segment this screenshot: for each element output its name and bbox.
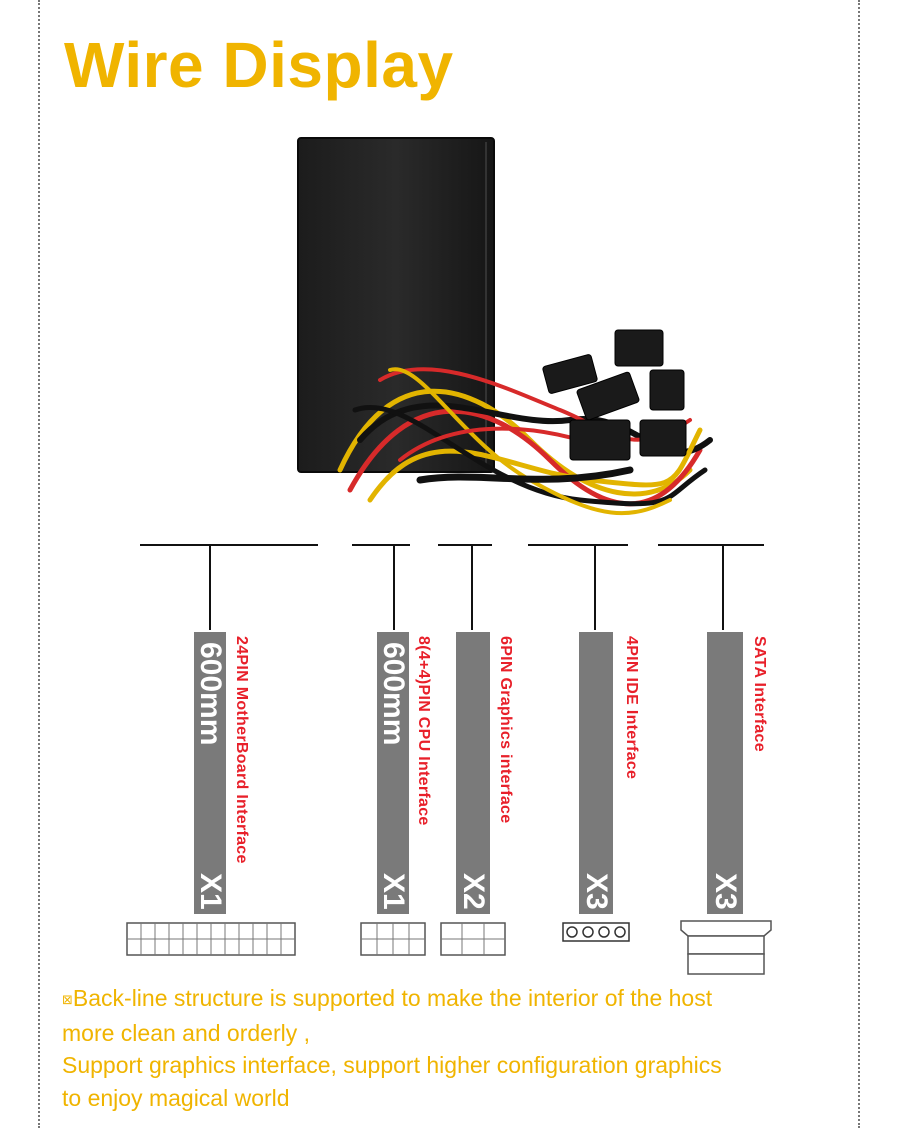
cable-label-6pin: 6PIN Graphics interface [497, 636, 514, 824]
checkbox-mark-icon: ⊠ [62, 992, 73, 1007]
pointer-line-vertical [209, 544, 211, 630]
cable-quantity: X2 [457, 873, 490, 910]
pointer-line-horizontal [140, 544, 318, 546]
page-title: Wire Display [64, 29, 454, 101]
description-line: Support graphics interface, support high… [62, 1052, 722, 1078]
cable-label-ide: 4PIN IDE Interface [623, 636, 640, 780]
psu-box-image [297, 137, 495, 473]
description-line: more clean and orderly , [62, 1019, 311, 1046]
description-line: Back-line structure is supported to make… [72, 985, 713, 1011]
pointer-line-horizontal [658, 544, 764, 546]
connector-6pin-icon [440, 922, 506, 956]
cable-quantity: X1 [194, 873, 227, 910]
pointer-line-horizontal [352, 544, 410, 546]
cable-bar-24pin: 600mm X1 [194, 632, 227, 914]
cable-label-24pin: 24PIN MotherBoard Interface [233, 636, 250, 864]
connector-24pin-icon [126, 922, 296, 956]
cable-bar-sata: X3 [707, 632, 743, 914]
connector-ide-icon [562, 922, 630, 942]
right-dotted-border [858, 0, 860, 1128]
cable-label-cpu: 8(4+4)PIN CPU Interface [415, 636, 432, 826]
cable-length: 600mm [377, 642, 410, 746]
description-line: to enjoy magical world [62, 1084, 290, 1111]
pointer-line-vertical [393, 544, 395, 630]
cable-label-sata: SATA Interface [751, 636, 768, 752]
cable-quantity: X3 [709, 873, 742, 910]
cable-quantity: X3 [580, 873, 613, 910]
description-text: ⊠Back-line structure is supported to mak… [62, 982, 862, 1114]
cable-bar-ide: X3 [579, 632, 613, 914]
pointer-line-horizontal [528, 544, 628, 546]
pointer-line-vertical [594, 544, 596, 630]
connector-8pin-icon [360, 922, 426, 956]
left-dotted-border [38, 0, 40, 1128]
cable-bar-cpu: 600mm X1 [377, 632, 410, 914]
pointer-line-vertical [471, 544, 473, 630]
pointer-line-horizontal [438, 544, 492, 546]
pointer-line-vertical [722, 544, 724, 630]
cable-quantity: X1 [377, 873, 410, 910]
connector-sata-icon [680, 920, 772, 975]
cable-bar-6pin: X2 [456, 632, 490, 914]
cable-bundle-image [337, 329, 713, 516]
cable-length: 600mm [194, 642, 227, 746]
